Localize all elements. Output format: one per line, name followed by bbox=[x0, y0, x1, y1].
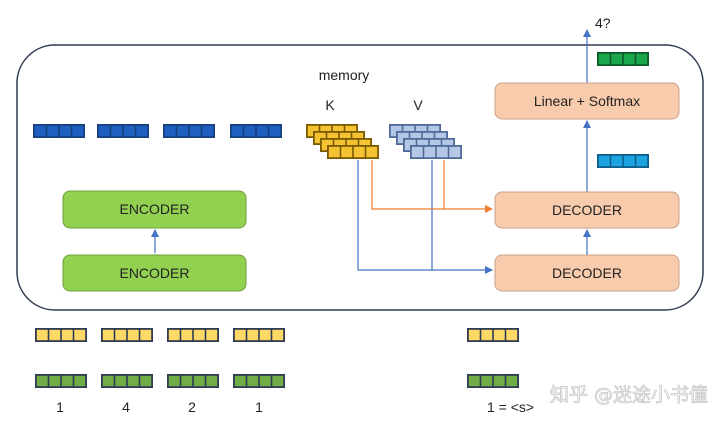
encoder-output-vector-1 bbox=[33, 124, 85, 138]
input-token-vectors bbox=[35, 374, 519, 388]
input-token-label-3: 2 bbox=[188, 399, 196, 415]
encoder-block-top-label: ENCODER bbox=[119, 201, 189, 217]
token-vector-1 bbox=[35, 374, 87, 388]
decoder-output-vector bbox=[597, 154, 649, 168]
input-token-label-2: 4 bbox=[122, 399, 130, 415]
embedding-vector-3 bbox=[167, 328, 219, 342]
k-layer-4 bbox=[327, 145, 379, 159]
linear-softmax-label: Linear + Softmax bbox=[534, 93, 640, 109]
decoder-block-bottom bbox=[494, 254, 680, 292]
embedding-vector-2 bbox=[101, 328, 153, 342]
encoder-output-vectors bbox=[33, 124, 282, 138]
model-frame bbox=[16, 44, 704, 311]
decoder-input-label: 1 = <s> bbox=[487, 399, 534, 415]
v-label: V bbox=[413, 97, 423, 113]
decoder-block-top bbox=[494, 191, 680, 229]
v-layer-4 bbox=[410, 145, 462, 159]
watermark: 知乎 @迷途小书僮 bbox=[550, 384, 708, 406]
k-to-decoder-bottom-line bbox=[357, 160, 493, 274]
k-to-decoder-top-line bbox=[371, 160, 493, 213]
softmax-output-vector bbox=[597, 52, 649, 66]
decoder-embedding-vector bbox=[467, 328, 519, 342]
embedding-vector-1 bbox=[35, 328, 87, 342]
input-embedding-vectors bbox=[35, 328, 519, 342]
encoder-block-top bbox=[62, 190, 247, 229]
decoder-block-top-label: DECODER bbox=[552, 202, 622, 218]
decoder-vector bbox=[597, 154, 649, 168]
input-token-label-4: 1 bbox=[255, 399, 263, 415]
memory-label: memory bbox=[319, 67, 370, 83]
linear-softmax-block bbox=[494, 82, 680, 120]
k-label: K bbox=[325, 97, 335, 113]
memory-v-stack bbox=[389, 124, 462, 159]
decoder-token-vector bbox=[467, 374, 519, 388]
encoder-output-vector-4 bbox=[230, 124, 282, 138]
token-vector-4 bbox=[233, 374, 285, 388]
token-vector-3 bbox=[167, 374, 219, 388]
output-label: 4? bbox=[595, 15, 611, 31]
encoder-output-vector-3 bbox=[163, 124, 215, 138]
encoder-block-bottom bbox=[62, 254, 247, 292]
output-vector bbox=[597, 52, 649, 66]
encoder-block-bottom-label: ENCODER bbox=[119, 265, 189, 281]
embedding-vector-4 bbox=[233, 328, 285, 342]
encoder-output-vector-2 bbox=[97, 124, 149, 138]
memory-k-stack bbox=[306, 124, 379, 159]
token-vector-2 bbox=[101, 374, 153, 388]
decoder-block-bottom-label: DECODER bbox=[552, 265, 622, 281]
input-token-label-1: 1 bbox=[56, 399, 64, 415]
